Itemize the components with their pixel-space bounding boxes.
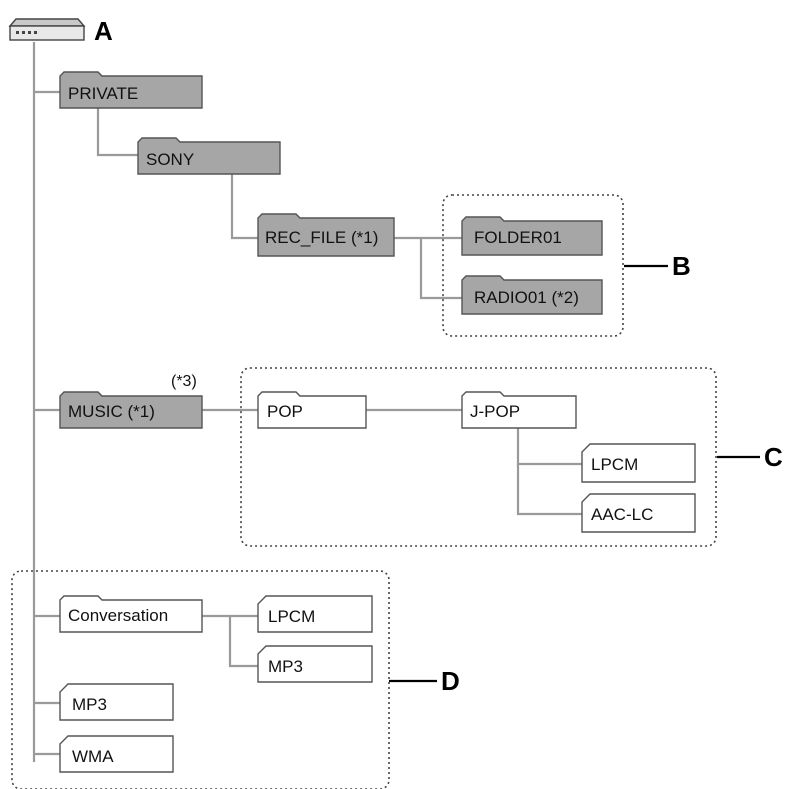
folder-rec-file-label: REC_FILE (*1) [265, 228, 378, 247]
dog-eared-folder-icon [59, 735, 174, 773]
folder-conversation-label: Conversation [68, 606, 168, 625]
folder-icon [59, 71, 203, 109]
folder-icon [461, 216, 603, 256]
folder-lpcm-c[interactable]: LPCM [581, 443, 696, 483]
folder-private[interactable]: PRIVATE [59, 71, 203, 109]
folder-lpcm-c-label: LPCM [591, 455, 638, 474]
folder-radio01-label: RADIO01 (*2) [474, 288, 579, 307]
tree-connectors [32, 42, 582, 762]
folder-mp3-d[interactable]: MP3 [257, 645, 373, 683]
dog-eared-folder-icon [257, 595, 373, 633]
group-label-d: D [441, 666, 460, 696]
group-box-c [240, 367, 717, 547]
folder-icon [59, 595, 203, 633]
folder-private-label: PRIVATE [68, 84, 138, 103]
folder-folder01[interactable]: FOLDER01 [461, 216, 603, 256]
group-box-d [11, 570, 390, 789]
folder-wma-label: WMA [72, 747, 114, 766]
folder-icon [59, 391, 203, 429]
folder-icon [461, 275, 603, 315]
group-label-c: C [764, 442, 783, 472]
storage-device-icon [8, 18, 86, 41]
group-box-b [442, 194, 624, 337]
folder-rec-file[interactable]: REC_FILE (*1) [257, 213, 395, 257]
folder-pop[interactable]: POP [257, 391, 367, 429]
folder-sony[interactable]: SONY [137, 137, 281, 175]
folder-mp3-d-label: MP3 [268, 657, 303, 676]
folder-jpop[interactable]: J-POP [461, 391, 577, 429]
folder-folder01-label: FOLDER01 [474, 228, 562, 247]
folder-radio01[interactable]: RADIO01 (*2) [461, 275, 603, 315]
dog-eared-folder-icon [59, 683, 174, 721]
folder-icon [257, 391, 367, 429]
folder-sony-label: SONY [146, 150, 194, 169]
folder-icon [137, 137, 281, 175]
folder-aac-lc[interactable]: AAC-LC [581, 493, 696, 533]
root-label-a: A [94, 16, 113, 46]
group-label-b: B [672, 251, 691, 281]
folder-icon [257, 213, 395, 257]
folder-conversation[interactable]: Conversation [59, 595, 203, 633]
music-note: (*3) [171, 373, 197, 390]
folder-lpcm-d-label: LPCM [268, 607, 315, 626]
dog-eared-folder-icon [581, 493, 696, 533]
dog-eared-folder-icon [257, 645, 373, 683]
folder-wma[interactable]: WMA [59, 735, 174, 773]
folder-mp3-root[interactable]: MP3 [59, 683, 174, 721]
folder-mp3-root-label: MP3 [72, 695, 107, 714]
folder-jpop-label: J-POP [470, 402, 520, 421]
folder-music[interactable]: MUSIC (*1) [59, 391, 203, 429]
folder-music-label: MUSIC (*1) [68, 402, 155, 421]
dog-eared-folder-icon [581, 443, 696, 483]
folder-icon [461, 391, 577, 429]
folder-pop-label: POP [267, 402, 303, 421]
folder-lpcm-d[interactable]: LPCM [257, 595, 373, 633]
folder-aac-lc-label: AAC-LC [591, 505, 653, 524]
